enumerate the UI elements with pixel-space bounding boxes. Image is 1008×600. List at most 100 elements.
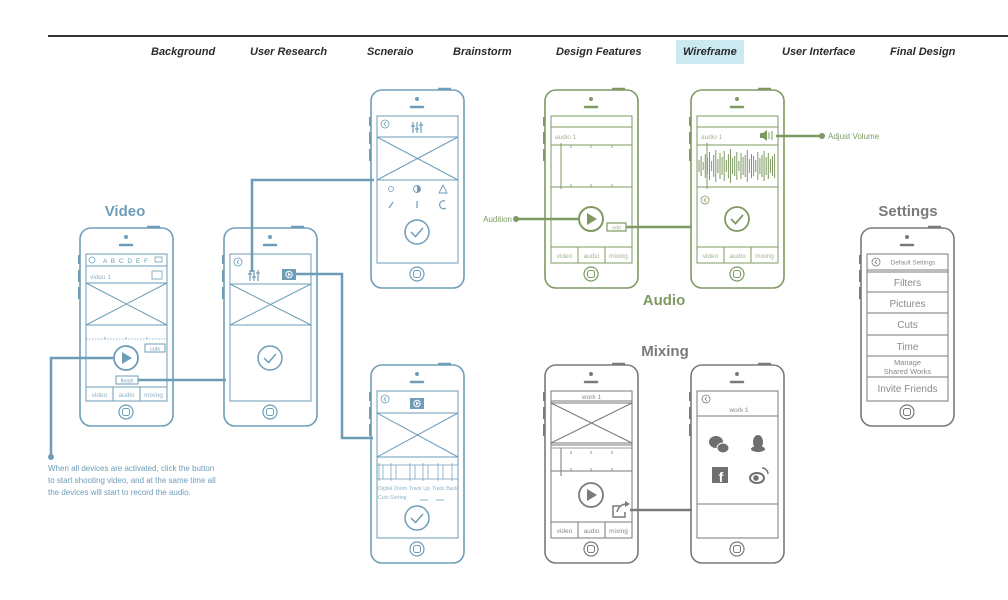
tab-video[interactable]: video: [703, 253, 719, 260]
nav-background[interactable]: Background: [151, 46, 216, 58]
adjust-volume-label: Adjust Volume: [828, 132, 880, 141]
weibo-icon[interactable]: [749, 467, 769, 484]
eyedropper-icon[interactable]: [388, 201, 394, 209]
record-note: When all devices are activated, click th…: [48, 464, 218, 497]
settings-item-cuts[interactable]: Cuts: [897, 320, 918, 331]
default-settings-header: Default Settings: [891, 260, 935, 267]
camera-icon[interactable]: [154, 256, 163, 263]
contrast-icon[interactable]: [413, 185, 421, 193]
nav-design-features[interactable]: Design Features: [556, 46, 642, 58]
note-dot: [48, 454, 54, 460]
connector-filters: [250, 178, 374, 272]
back-icon[interactable]: [700, 195, 710, 205]
tab-mixing[interactable]: mixing: [609, 253, 628, 260]
mix-work-title: work 1: [581, 394, 602, 401]
nav-final-design[interactable]: Final Design: [890, 46, 956, 58]
tab-audio[interactable]: audio: [119, 392, 135, 399]
settings-item-invite-friends[interactable]: Invite Friends: [877, 384, 937, 395]
audio-title: audio 1: [555, 134, 577, 141]
adjust-icon[interactable]: [248, 270, 260, 281]
digital-zoom-label[interactable]: Digital Zoom: [378, 486, 407, 492]
tab-video[interactable]: video: [92, 392, 108, 399]
video-connectors: [49, 178, 374, 456]
play-preview-icon[interactable]: [410, 398, 424, 409]
sharpen-icon[interactable]: [438, 183, 448, 194]
tab-mixing[interactable]: mixing: [144, 392, 163, 399]
phone-video-record: [78, 225, 174, 427]
tab-audio[interactable]: audio: [730, 253, 746, 260]
edit-label[interactable]: edit: [612, 226, 621, 232]
section-title-mixing: Mixing: [641, 343, 689, 360]
tab-video[interactable]: video: [557, 528, 573, 535]
phone-mixing: [543, 362, 639, 564]
video-title: video 1: [90, 274, 111, 281]
audio-edit-title: audio 1: [701, 134, 723, 141]
nav-wireframe[interactable]: Wireframe: [676, 40, 744, 64]
header-rule: [48, 35, 1008, 37]
back-icon[interactable]: [701, 394, 711, 404]
settings-item-shared-works[interactable]: Shared Works: [884, 367, 932, 376]
tab-mixing[interactable]: mixing: [755, 253, 774, 260]
connector-edit: [296, 272, 373, 440]
settings-item-manage[interactable]: Manage: [894, 358, 921, 367]
qq-icon[interactable]: [751, 435, 765, 452]
finish-button[interactable]: finish: [121, 379, 134, 385]
confirm-icon[interactable]: [404, 219, 430, 245]
phone-settings: [859, 225, 955, 427]
confirm-icon[interactable]: [724, 206, 750, 232]
settings-item-pictures[interactable]: Pictures: [889, 299, 925, 310]
brightness-icon[interactable]: [388, 186, 394, 192]
wechat-icon[interactable]: [709, 436, 730, 454]
tab-video[interactable]: video: [557, 253, 573, 260]
audition-dot: [513, 216, 519, 222]
gear-icon[interactable]: [88, 256, 96, 264]
phone-audio-edit: [689, 87, 785, 289]
section-nav: Background User Research Scneraio Brains…: [0, 40, 1008, 64]
phone-video-review: [222, 225, 318, 427]
phone-share: [689, 362, 785, 564]
back-icon[interactable]: [233, 257, 243, 267]
section-title-settings: Settings: [878, 203, 937, 220]
back-icon[interactable]: [871, 257, 881, 267]
share-work-title: work 1: [728, 407, 749, 414]
tab-mixing[interactable]: mixing: [609, 528, 628, 535]
section-title-audio: Audio: [643, 292, 686, 309]
volume-icon[interactable]: [760, 130, 773, 141]
confirm-icon[interactable]: [257, 345, 283, 371]
image-icon[interactable]: [151, 270, 163, 280]
phone-edit-cuts: [369, 362, 465, 564]
night-icon[interactable]: [439, 200, 447, 210]
audio-connectors: [518, 134, 820, 229]
edit-audio-button[interactable]: [606, 222, 627, 232]
camera-selector[interactable]: A B C D E F: [103, 258, 149, 265]
settings-item-time[interactable]: Time: [897, 342, 919, 353]
audition-play-button[interactable]: [578, 206, 604, 232]
cuts-button[interactable]: cuts: [150, 347, 160, 353]
nav-user-research[interactable]: User Research: [250, 46, 328, 58]
back-icon[interactable]: [380, 119, 390, 129]
play-mix-button[interactable]: [578, 482, 604, 508]
settings-item-filters[interactable]: Filters: [894, 278, 921, 289]
nav-brainstorm[interactable]: Brainstorm: [453, 46, 512, 58]
tab-audio[interactable]: audio: [584, 528, 600, 535]
tab-audio[interactable]: audio: [584, 253, 600, 260]
track-up-label[interactable]: Track Up: [409, 486, 430, 492]
nav-user-interface[interactable]: User Interface: [782, 46, 856, 58]
audio-waveform[interactable]: [698, 149, 776, 183]
back-icon[interactable]: [380, 394, 390, 404]
share-icon[interactable]: [612, 501, 630, 518]
adjust-icon: [411, 122, 423, 133]
phone-audio-record: [543, 87, 639, 289]
play-edit-icon[interactable]: [282, 269, 296, 280]
nav-scenario[interactable]: Scneraio: [367, 46, 414, 58]
facebook-icon[interactable]: f: [712, 467, 728, 485]
svg-text:f: f: [719, 469, 724, 485]
track-back-label[interactable]: Track Back: [432, 486, 458, 492]
cuts-sorting-label[interactable]: Cuts Sorting: [378, 495, 407, 501]
confirm-icon[interactable]: [404, 505, 430, 531]
cuts-timeline[interactable]: [378, 463, 453, 481]
volume-dot: [819, 133, 825, 139]
section-title-video: Video: [105, 203, 146, 220]
phone-filters: [369, 87, 465, 289]
